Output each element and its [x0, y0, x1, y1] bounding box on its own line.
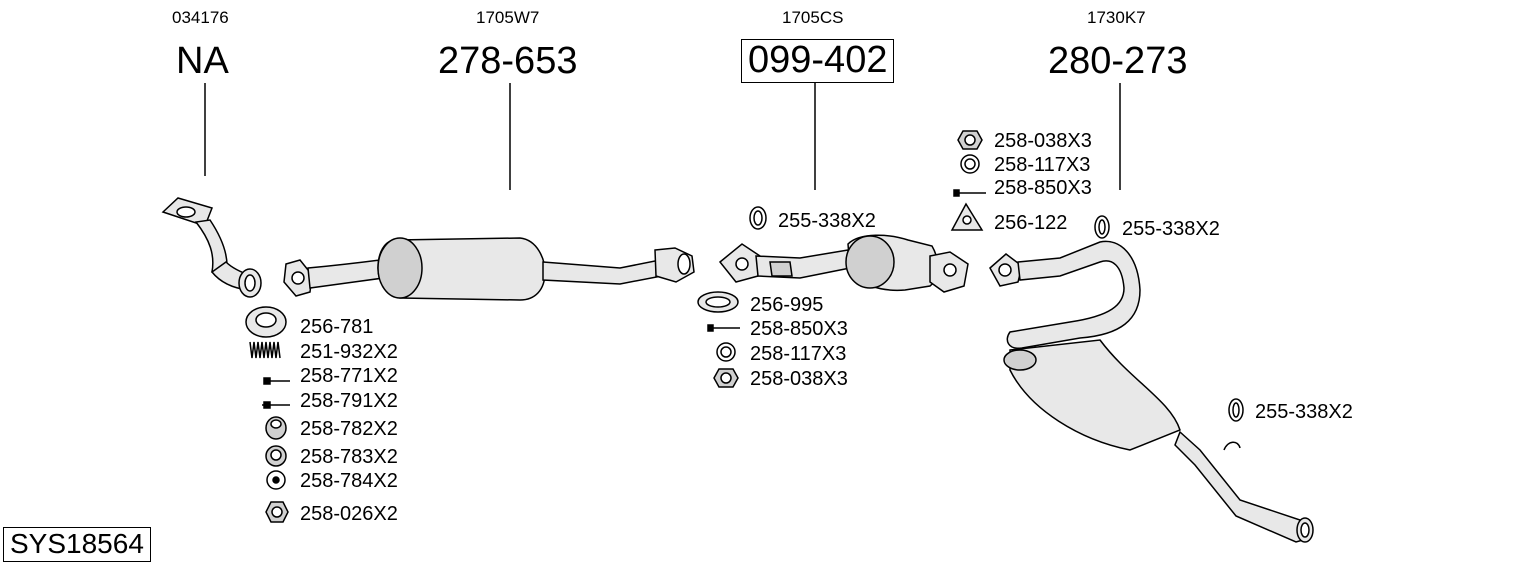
section-code: 1730K7: [1087, 8, 1146, 27]
nut-icon: [957, 130, 983, 150]
front-muffler-icon: [283, 237, 695, 301]
triangle-gasket-icon: [950, 202, 984, 231]
part-label[interactable]: 256-995: [750, 294, 824, 316]
section-code: 034176: [172, 8, 229, 27]
part-label[interactable]: 256-781: [300, 316, 374, 338]
section-number[interactable]: 278-653: [438, 40, 578, 82]
section-number[interactable]: 280-273: [1048, 40, 1188, 82]
ring-icon: [716, 342, 736, 362]
part-label[interactable]: 258-026X2: [300, 503, 398, 525]
part-label[interactable]: 258-791X2: [300, 390, 398, 412]
bolt-icon: [263, 377, 290, 385]
part-label[interactable]: 258-850X3: [750, 318, 848, 340]
part-label[interactable]: 258-117X3: [750, 343, 847, 365]
part-label[interactable]: 258-783X2: [300, 446, 398, 468]
part-label[interactable]: 258-117X3: [994, 154, 1091, 176]
part-label[interactable]: 258-771X2: [300, 365, 398, 387]
gasket-icon: [1228, 398, 1244, 422]
ring-icon: [266, 470, 286, 490]
part-label[interactable]: 255-338X2: [778, 210, 876, 232]
catalytic-converter-icon: [718, 234, 969, 293]
part-label[interactable]: 258-850X3: [994, 177, 1092, 199]
section-number-highlighted[interactable]: 099-402: [741, 39, 895, 83]
nut-icon: [265, 445, 287, 467]
part-label[interactable]: 251-932X2: [300, 341, 398, 363]
gasket-icon: [245, 306, 287, 338]
section-code: 1705CS: [782, 8, 844, 27]
ring-icon: [960, 154, 980, 174]
part-label[interactable]: 255-338X2: [1255, 401, 1353, 423]
part-label[interactable]: 258-782X2: [300, 418, 398, 440]
bolt-icon: [953, 189, 986, 197]
rear-muffler-icon: [989, 240, 1314, 543]
section-number[interactable]: NA: [176, 40, 229, 82]
gasket-icon: [749, 206, 767, 230]
section-code: 1705W7: [476, 8, 540, 27]
bolt-icon: [707, 324, 740, 332]
part-label[interactable]: 258-784X2: [300, 470, 398, 492]
gasket-icon: [1094, 215, 1110, 239]
part-label[interactable]: 258-038X3: [994, 130, 1092, 152]
nut-icon: [713, 368, 739, 388]
part-label[interactable]: 258-038X3: [750, 368, 848, 390]
part-label[interactable]: 255-338X2: [1122, 218, 1220, 240]
gasket-icon: [697, 291, 739, 313]
part-label[interactable]: 256-122: [994, 212, 1068, 234]
nut-icon: [265, 501, 289, 523]
bolt-icon: [262, 401, 290, 409]
front-pipe-icon: [161, 197, 262, 298]
system-id-badge: SYS18564: [3, 527, 151, 562]
nut-icon: [265, 416, 287, 440]
spring-icon: [249, 341, 281, 359]
